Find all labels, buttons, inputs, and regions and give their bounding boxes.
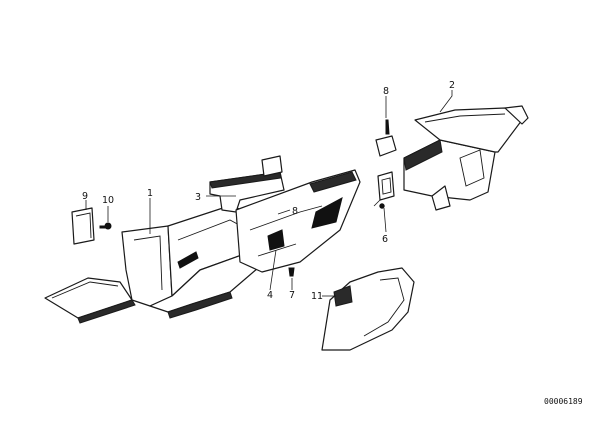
callout-1: 1 [147,188,153,199]
callout-8: 8 [292,206,298,217]
part-9-plate [71,207,95,245]
part-11-trim-cover [321,267,415,351]
callout-8-top: 8 [383,86,389,97]
part-7-screw [288,267,295,277]
callout-11: 11 [311,291,323,302]
part-5-clip [373,171,395,207]
part-2-upper-cover [403,105,529,211]
callout-6: 6 [382,234,388,245]
callout-labels: 1 2 3 4 8 6 7 8 9 10 11 [82,80,455,302]
part-10-screw [99,222,112,230]
part-8-clip-top [375,119,397,157]
leader-lines [85,90,453,297]
part-4-center-panel [235,169,361,273]
callout-10: 10 [102,195,114,206]
callout-4: 4 [267,290,273,301]
callout-2: 2 [449,80,455,91]
callout-7: 7 [289,290,295,301]
part-6-screw [379,203,385,209]
document-number: 00006189 [544,397,583,406]
callout-3: 3 [195,192,201,203]
callout-9: 9 [82,191,88,202]
